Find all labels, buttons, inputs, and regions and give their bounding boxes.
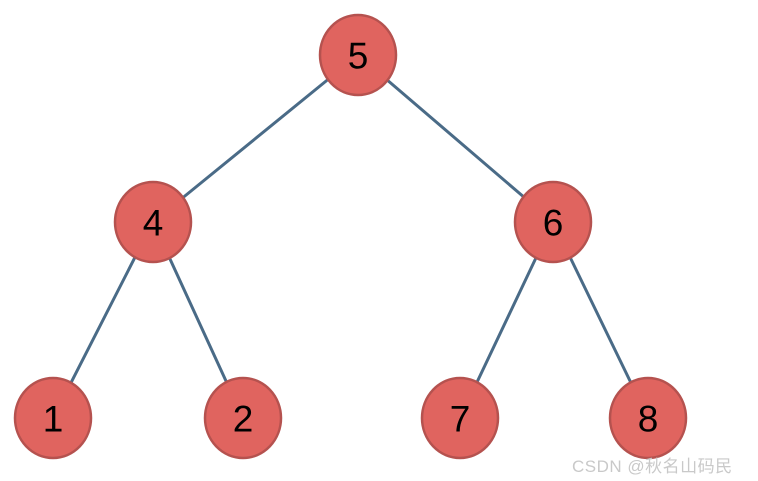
tree-node-7[interactable]: 7	[420, 376, 500, 460]
node-circle-4	[113, 180, 193, 264]
csdn-watermark: CSDN @秋名山码民	[572, 457, 733, 476]
node-circle-7	[420, 376, 500, 460]
tree-edge-4-2	[168, 256, 228, 384]
node-label-5: 5	[348, 36, 369, 77]
tree-edge-4-1	[69, 255, 137, 385]
tree-node-8[interactable]: 8	[608, 376, 688, 460]
tree-node-1[interactable]: 1	[13, 376, 93, 460]
node-layer: 5 4 6 1 2 7 8	[13, 13, 688, 460]
node-label-4: 4	[143, 203, 164, 244]
tree-edge-6-8	[568, 256, 633, 384]
node-label-2: 2	[233, 399, 254, 440]
node-circle-1	[13, 376, 93, 460]
node-circle-6	[513, 180, 593, 264]
tree-edge-6-7	[475, 256, 538, 384]
tree-node-5[interactable]: 5	[318, 13, 398, 97]
node-circle-5	[318, 13, 398, 97]
tree-edge-5-4	[181, 77, 330, 200]
node-circle-8	[608, 376, 688, 460]
node-label-7: 7	[450, 399, 471, 440]
node-label-1: 1	[43, 399, 64, 440]
tree-node-2[interactable]: 2	[203, 376, 283, 460]
tree-node-4[interactable]: 4	[113, 180, 193, 264]
node-circle-2	[203, 376, 283, 460]
node-label-8: 8	[638, 399, 659, 440]
tree-node-6[interactable]: 6	[513, 180, 593, 264]
node-label-6: 6	[543, 203, 564, 244]
edge-layer	[69, 77, 633, 385]
tree-edge-5-6	[385, 78, 526, 199]
